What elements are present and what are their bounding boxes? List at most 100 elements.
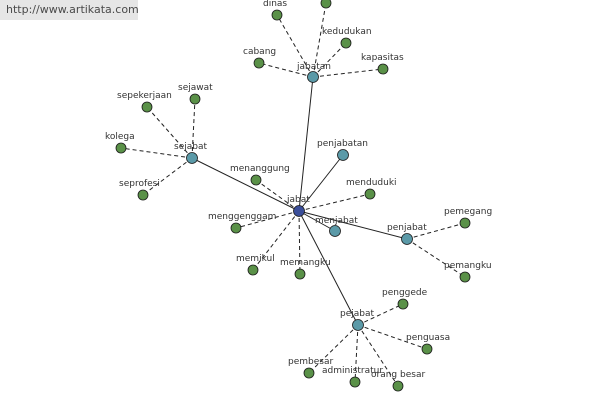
watermark-url: http://www.artikata.com	[0, 0, 139, 20]
node-orang-besar[interactable]: orang besar	[371, 370, 425, 392]
node-marker-jabatan[interactable]	[307, 71, 319, 83]
nodes-layer: jabat jabatan sejabat penjabatan menjabat pen…	[105, 0, 492, 392]
node-marker-penguasa[interactable]	[421, 343, 433, 355]
edge-jabat-memikul	[252, 210, 300, 271]
edge-jabat-menggenggam	[235, 210, 300, 229]
node-penggede[interactable]: penggede	[382, 288, 428, 310]
node-label-memangku: memangku	[280, 258, 331, 268]
node-label-menggenggam: menggenggam	[208, 212, 276, 222]
node-label-penjabatan: penjabatan	[317, 139, 368, 149]
edge-jabat-memangku	[298, 210, 301, 275]
node-marker-penggede[interactable]	[397, 298, 409, 310]
node-label-sejabat: sejabat	[174, 142, 207, 152]
node-marker-dinas[interactable]	[271, 9, 283, 21]
node-label-kedudukan: kedudukan	[322, 27, 372, 37]
node-marker-menanggung[interactable]	[250, 174, 262, 186]
node-label-penggede: penggede	[382, 288, 428, 298]
node-dinas[interactable]: dinas	[263, 0, 287, 21]
edge-jabatan-cabang	[258, 62, 314, 78]
node-seprofesi[interactable]: seprofesi	[119, 179, 160, 201]
node-label-pembesar: pembesar	[288, 357, 333, 367]
edge-sejabat-seprofesi	[142, 157, 193, 196]
node-label-pemegang: pemegang	[444, 207, 492, 217]
node-label-menjabat: menjabat	[315, 216, 358, 226]
edge-pejabat-pembesar	[308, 324, 359, 374]
node-marker-administratur[interactable]	[349, 376, 361, 388]
node-marker-pembesar[interactable]	[303, 367, 315, 379]
node-marker-pemangku[interactable]	[459, 271, 471, 283]
node-pejabat[interactable]: pejabat	[340, 309, 374, 331]
node-marker-menggenggam[interactable]	[230, 222, 242, 234]
node-marker-kolega[interactable]	[115, 142, 127, 154]
node-menanggung[interactable]: menanggung	[230, 164, 290, 186]
node-marker-penjabat[interactable]	[401, 233, 413, 245]
node-marker-jabatan-top[interactable]	[320, 0, 332, 9]
node-label-seprofesi: seprofesi	[119, 179, 160, 189]
node-jabatan[interactable]: jabatan	[296, 62, 331, 83]
node-kapasitas[interactable]: kapasitas	[361, 53, 404, 75]
node-marker-menduduki[interactable]	[364, 188, 376, 200]
edge-sejabat-kolega	[120, 147, 193, 159]
edge-jabat-penjabatan	[298, 154, 344, 212]
node-marker-pemegang[interactable]	[459, 217, 471, 229]
node-marker-kedudukan[interactable]	[340, 37, 352, 49]
node-menggenggam[interactable]: menggenggam	[208, 212, 276, 234]
edge-jabat-sejabat	[191, 157, 300, 212]
node-kolega[interactable]: kolega	[105, 132, 135, 154]
node-label-sepekerjaan: sepekerjaan	[117, 91, 172, 101]
node-label-jabat: jabat	[286, 195, 310, 205]
node-penjabatan[interactable]: penjabatan	[317, 139, 368, 161]
node-sepekerjaan[interactable]: sepekerjaan	[117, 91, 172, 113]
node-marker-penjabatan[interactable]	[337, 149, 349, 161]
edge-pejabat-orang-besar	[357, 324, 399, 387]
node-pemangku[interactable]: pemangku	[444, 261, 492, 283]
node-marker-orang-besar[interactable]	[392, 380, 404, 392]
edge-jabat-jabatan	[298, 76, 314, 212]
node-marker-pejabat[interactable]	[352, 319, 364, 331]
edge-pejabat-penggede	[357, 303, 404, 326]
node-marker-cabang[interactable]	[253, 57, 265, 69]
node-marker-memikul[interactable]	[247, 264, 259, 276]
node-label-jabatan: jabatan	[296, 62, 331, 72]
node-label-memikul: memikul	[236, 254, 275, 264]
node-marker-memangku[interactable]	[294, 268, 306, 280]
node-cabang[interactable]: cabang	[243, 47, 276, 69]
node-penjabat[interactable]: penjabat	[387, 223, 427, 245]
node-marker-menjabat[interactable]	[329, 225, 341, 237]
node-menjabat[interactable]: menjabat	[315, 216, 358, 237]
node-label-sejawat: sejawat	[178, 83, 213, 93]
node-label-cabang: cabang	[243, 47, 276, 57]
node-label-menduduki: menduduki	[346, 178, 397, 188]
edge-jabat-penjabat	[298, 210, 408, 240]
node-marker-sejabat[interactable]	[186, 152, 198, 164]
node-memangku[interactable]: memangku	[280, 258, 331, 280]
node-pembesar[interactable]: pembesar	[288, 357, 333, 379]
node-jabatan-top[interactable]	[320, 0, 332, 9]
node-marker-seprofesi[interactable]	[137, 189, 149, 201]
node-marker-kapasitas[interactable]	[377, 63, 389, 75]
edge-jabatan-kedudukan	[312, 42, 347, 78]
node-penguasa[interactable]: penguasa	[406, 333, 450, 355]
node-label-penguasa: penguasa	[406, 333, 450, 343]
node-jabat[interactable]: jabat	[286, 195, 310, 217]
node-marker-jabat[interactable]	[293, 205, 305, 217]
node-label-pejabat: pejabat	[340, 309, 374, 319]
edge-jabat-menjabat	[298, 210, 336, 232]
edge-penjabat-pemegang	[406, 222, 466, 240]
node-memikul[interactable]: memikul	[236, 254, 275, 276]
node-sejabat[interactable]: sejabat	[174, 142, 207, 164]
edges-layer	[120, 2, 466, 387]
node-sejawat[interactable]: sejawat	[178, 83, 213, 105]
edge-jabatan-kapasitas	[312, 68, 384, 78]
node-menduduki[interactable]: menduduki	[346, 178, 397, 200]
node-marker-sepekerjaan[interactable]	[141, 101, 153, 113]
edge-sejabat-sejawat	[191, 98, 196, 159]
edge-penjabat-pemangku	[406, 238, 466, 278]
node-pemegang[interactable]: pemegang	[444, 207, 492, 229]
node-label-orang-besar: orang besar	[371, 370, 425, 380]
node-kedudukan[interactable]: kedudukan	[322, 27, 372, 49]
node-marker-sejawat[interactable]	[189, 93, 201, 105]
edge-jabatan-jabatan-top	[312, 2, 327, 78]
node-administratur[interactable]: administratur	[322, 366, 383, 388]
